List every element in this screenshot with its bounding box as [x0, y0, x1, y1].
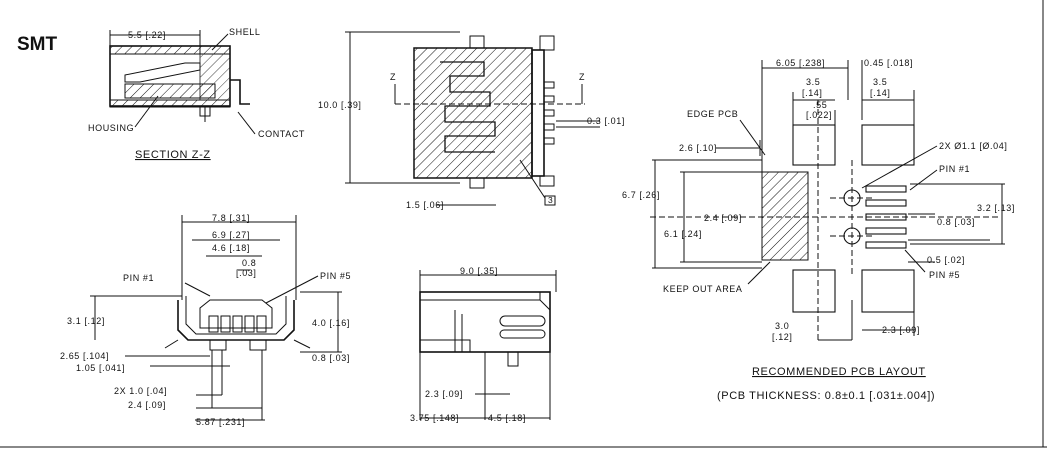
- shell-leader: [211, 33, 229, 51]
- pcb-dim-35b2: [.14]: [870, 88, 891, 98]
- top-dim-pitch: 0.3 [.01]: [587, 116, 625, 126]
- front-dim-40: 4.0 [.16]: [312, 318, 350, 328]
- front-dim-08-top: 0.8: [242, 258, 256, 268]
- front-dim-2x10: 2X 1.0 [.04]: [114, 386, 167, 396]
- pcb-hole-label: 2X Ø1.1 [Ø.04]: [939, 141, 1007, 151]
- front-dim-08-right: 0.8 [.03]: [312, 353, 350, 363]
- page-title: SMT: [17, 34, 58, 55]
- front-dim-31: 3.1 [.12]: [67, 316, 105, 326]
- pcb-dim-045: 0.45 [.018]: [864, 58, 913, 68]
- pcb-dim-67: 6.7 [.26]: [622, 190, 660, 200]
- front-dim-265: 2.65 [.104]: [60, 351, 109, 361]
- contact-label: CONTACT: [258, 129, 305, 139]
- front-pin5-label: PIN #5: [320, 271, 351, 281]
- pcb-pin5-label: PIN #5: [929, 270, 960, 280]
- pcb-dim-35b: 3.5: [873, 77, 887, 87]
- pcb-dim-35a: 3.5: [806, 77, 820, 87]
- pcb-pin1-label: PIN #1: [939, 164, 970, 174]
- section-zz-view: [109, 30, 250, 122]
- shell-label: SHELL: [229, 27, 261, 37]
- pcb-dim-26: 2.6 [.10]: [679, 143, 717, 153]
- side-dim-90: 9.0 [.35]: [460, 266, 498, 276]
- pcb-dim-605: 6.05 [.238]: [776, 58, 825, 68]
- section-dim-top: 5.5 [.22]: [128, 30, 166, 40]
- front-view: [90, 215, 342, 421]
- contact-leader: [237, 111, 256, 135]
- pcb-layout: [650, 60, 1005, 341]
- pcb-heading: RECOMMENDED PCB LAYOUT: [752, 366, 926, 378]
- side-view: [419, 270, 557, 420]
- housing-leader: [134, 95, 159, 128]
- pcb-dim-08: 0.8 [.03]: [937, 217, 975, 227]
- front-pin1-label: PIN #1: [123, 273, 154, 283]
- pcb-thickness: (PCB THICKNESS: 0.8±0.1 [.031±.004]): [717, 390, 935, 402]
- front-dim-105: 1.05 [.041]: [76, 363, 125, 373]
- pcb-dim-30b: [.12]: [772, 332, 793, 342]
- pcb-dim-05: 0.5 [.02]: [927, 255, 965, 265]
- pcb-keepout-label: KEEP OUT AREA: [663, 284, 743, 294]
- pcb-dim-35a2: [.14]: [802, 88, 823, 98]
- front-dim-587: 5.87 [.231]: [196, 417, 245, 427]
- pcb-dim-55b: [.022]: [806, 110, 832, 120]
- pcb-dim-61: 6.1 [.24]: [664, 229, 702, 239]
- pcb-dim-30: 3.0: [775, 321, 789, 331]
- side-dim-375: 3.75 [.148]: [410, 413, 459, 423]
- pcb-dim-32: 3.2 [.13]: [977, 203, 1015, 213]
- front-dim-78: 7.8 [.31]: [212, 213, 250, 223]
- z-left-label: Z: [390, 72, 396, 82]
- front-dim-08-top2: [.03]: [236, 268, 257, 278]
- pcb-dim-23: 2.3 [.09]: [882, 325, 920, 335]
- pcb-dim-55: .55: [813, 100, 827, 110]
- top-callout: 3: [548, 195, 553, 205]
- z-right-label: Z: [579, 72, 585, 82]
- housing-label: HOUSING: [88, 123, 134, 133]
- top-view: [345, 31, 600, 206]
- pcb-edge-label: EDGE PCB: [687, 109, 738, 119]
- side-dim-45: 4.5 [.18]: [488, 413, 526, 423]
- front-dim-46: 4.6 [.18]: [212, 243, 250, 253]
- front-dim-69: 6.9 [.27]: [212, 230, 250, 240]
- top-dim-height: 10.0 [.39]: [318, 100, 362, 110]
- section-caption: SECTION Z-Z: [135, 149, 211, 161]
- front-dim-24: 2.4 [.09]: [128, 400, 166, 410]
- top-dim-bottom: 1.5 [.06]: [406, 200, 444, 210]
- side-dim-23: 2.3 [.09]: [425, 389, 463, 399]
- pcb-dim-24: 2.4 [.09]: [704, 213, 742, 223]
